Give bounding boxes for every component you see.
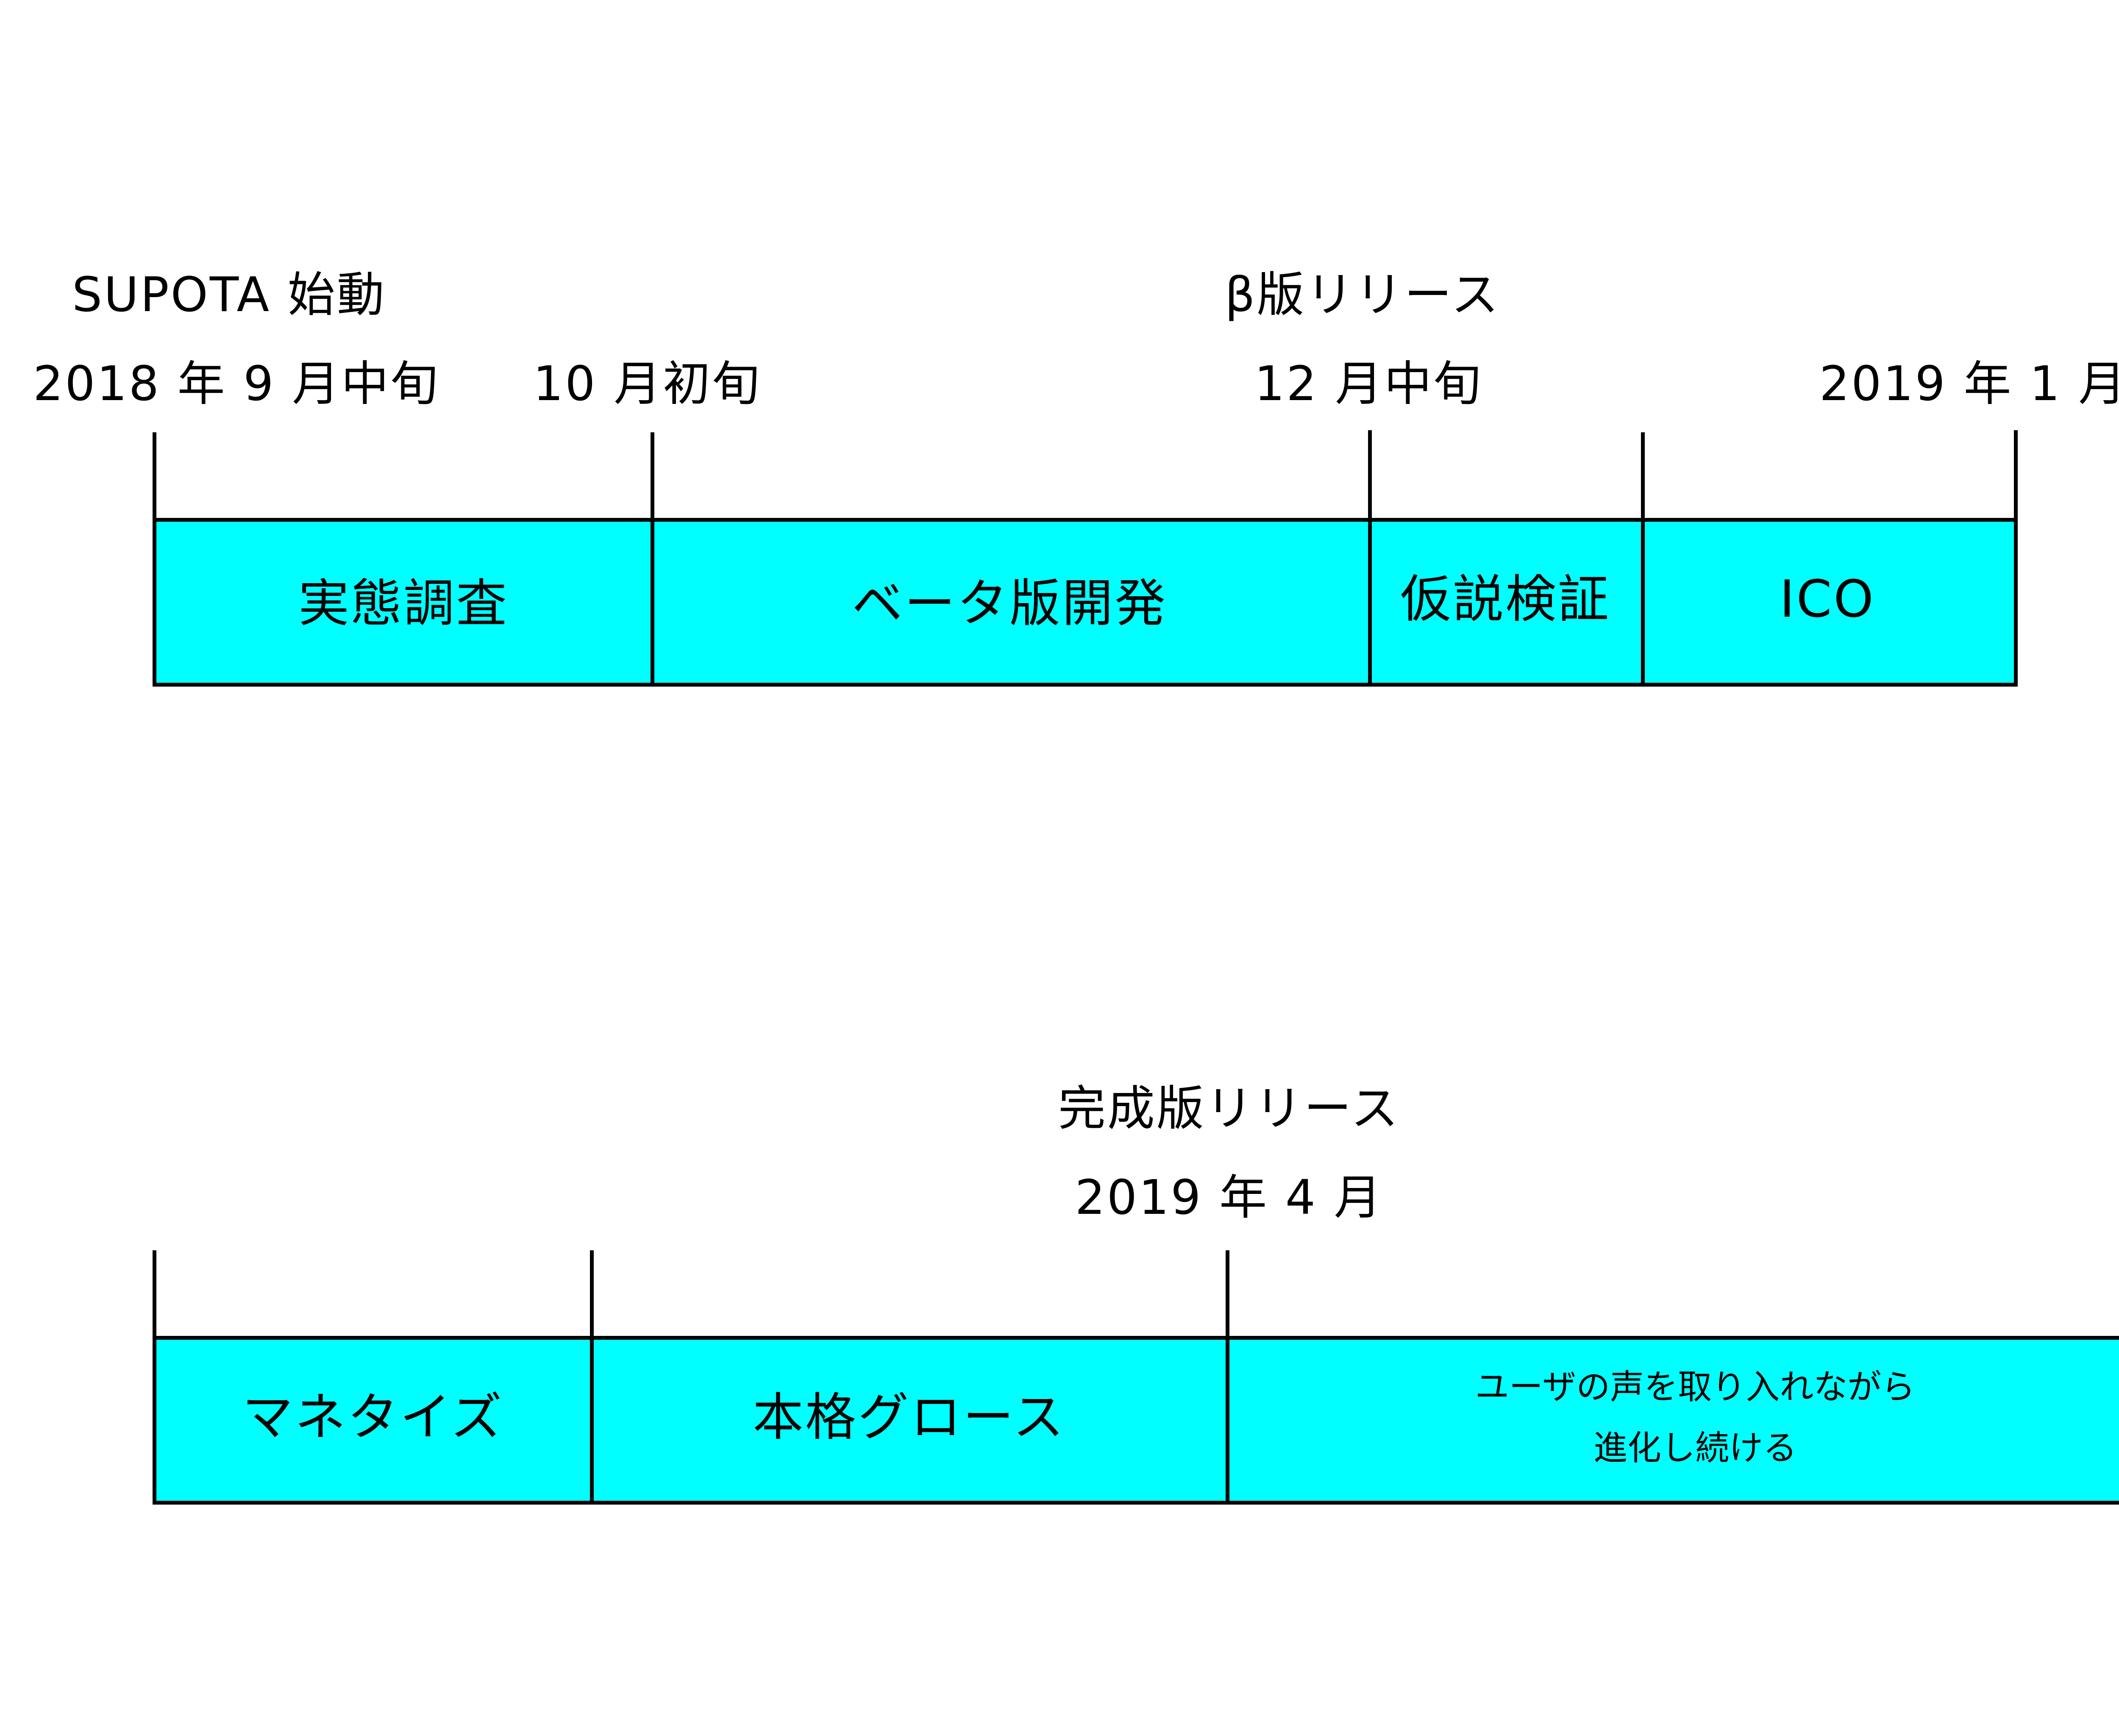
timeline-2-bar — [153, 1336, 2119, 1505]
segment-research: 実態調査 — [298, 574, 509, 633]
tick-start — [153, 432, 156, 521]
segment-evolve-line-2: 進化し続ける — [1593, 1428, 1797, 1468]
milestone-end-date: 2019 年 1 月 — [1819, 356, 2119, 412]
segment-monetize: マネタイズ — [242, 1388, 504, 1447]
divider-ico — [1641, 518, 1645, 687]
segment-evolve-line-1: ユーザの声を取り入れながら — [1475, 1367, 1916, 1407]
milestone-release-date: 2019 年 4 月 — [1075, 1170, 1383, 1225]
divider-oct — [651, 518, 654, 687]
segment-beta-dev: ベータ版開発 — [852, 574, 1167, 633]
tick-oct — [651, 432, 654, 521]
timeline-1-bar — [153, 518, 2018, 687]
segment-evolve: ユーザの声を取り入れながら 進化し続ける — [1475, 1357, 1915, 1479]
milestone-start-date: 2018 年 9 月中旬 — [33, 356, 440, 412]
tick-dec — [1368, 430, 1372, 521]
divider-growth — [590, 1336, 594, 1505]
milestone-release-event: 完成版リリース — [1058, 1081, 1400, 1136]
milestone-oct-date: 10 月初旬 — [533, 356, 762, 412]
milestone-start-event: SUPOTA 始動 — [72, 267, 386, 323]
tick-t2-release — [1226, 1250, 1229, 1339]
tick-t2-start — [153, 1250, 156, 1339]
tick-ico — [1641, 432, 1645, 521]
segment-growth: 本格グロース — [753, 1388, 1065, 1447]
tick-end — [2014, 430, 2018, 521]
divider-release — [1226, 1336, 1229, 1505]
milestone-beta-date: 12 月中旬 — [1254, 356, 1483, 412]
segment-validation: 仮説検証 — [1400, 570, 1610, 629]
segment-ico: ICO — [1780, 570, 1875, 629]
tick-t2-growth — [590, 1250, 594, 1339]
divider-dec — [1368, 518, 1372, 687]
milestone-beta-event: β版リリース — [1225, 267, 1500, 323]
